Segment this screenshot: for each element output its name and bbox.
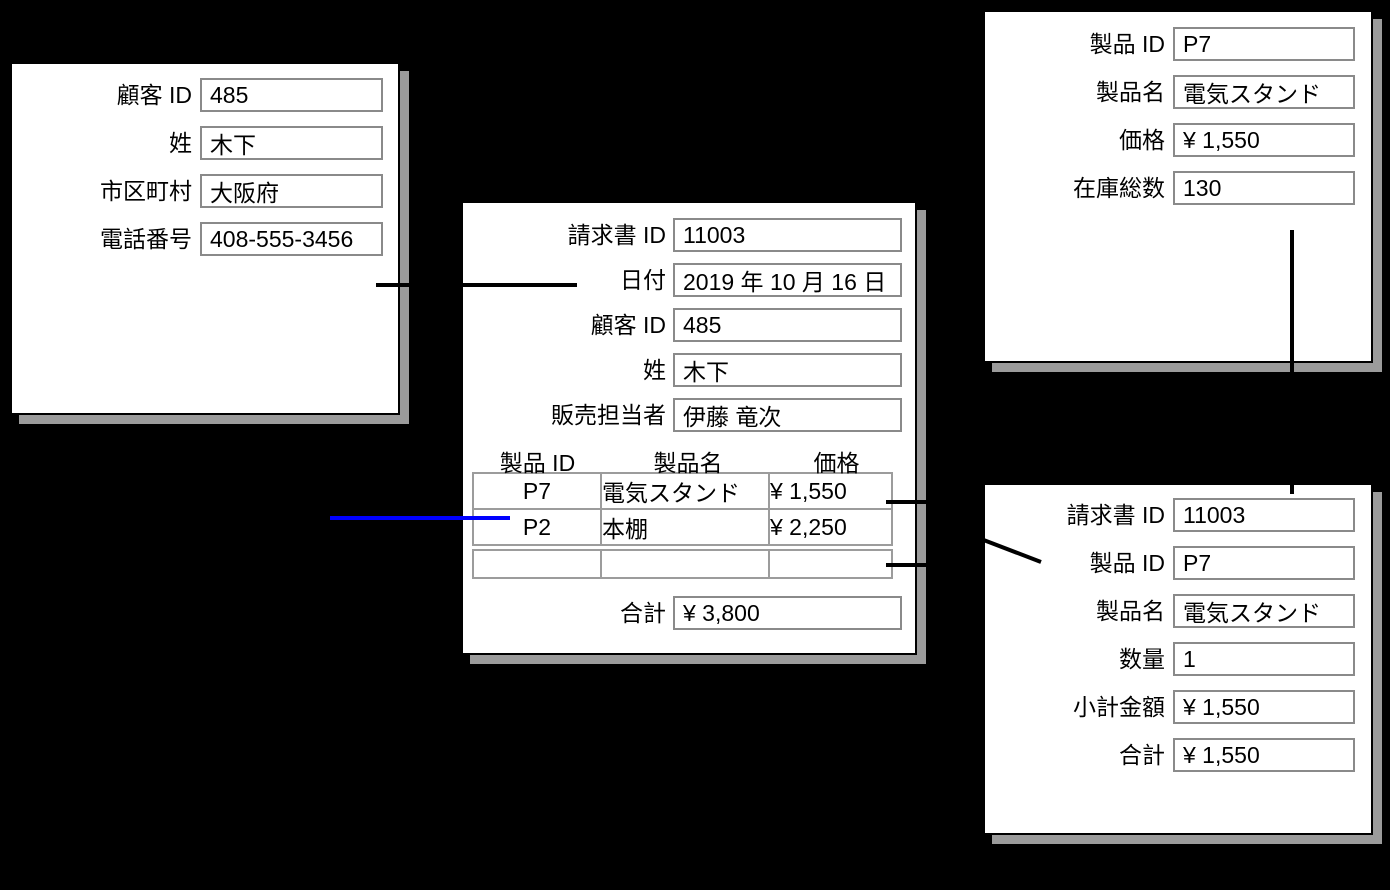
- field-row: 製品名 電気スタンド: [985, 594, 1371, 628]
- product-price-field[interactable]: ¥ 1,550: [1173, 123, 1355, 157]
- invoice-total-label: 合計: [620, 600, 666, 626]
- field-row: 数量 1: [985, 642, 1371, 676]
- city-label: 市区町村: [100, 178, 192, 204]
- quantity-field[interactable]: 1: [1173, 642, 1355, 676]
- product-form-window: 製品 ID P7 製品名 電気スタンド 価格 ¥ 1,550 在庫総数 130: [983, 10, 1373, 363]
- field-row: 製品名 電気スタンド: [985, 75, 1371, 109]
- sales-rep-field[interactable]: 伊藤 竜次: [673, 398, 902, 432]
- field-row: 電話番号 408-555-3456: [12, 222, 398, 256]
- field-row: 価格 ¥ 1,550: [985, 123, 1371, 157]
- price-column-header: 価格: [813, 450, 860, 476]
- invoice-last-name-field[interactable]: 木下: [673, 353, 902, 387]
- invoice-id-field[interactable]: 11003: [673, 218, 902, 252]
- empty-price-cell[interactable]: [768, 549, 893, 579]
- product-id-field[interactable]: P7: [1173, 27, 1355, 61]
- date-field[interactable]: 2019 年 10 月 16 日: [673, 263, 902, 297]
- invoice-total-field[interactable]: ¥ 3,800: [673, 596, 902, 630]
- phone-field[interactable]: 408-555-3456: [200, 222, 383, 256]
- subtotal-field[interactable]: ¥ 1,550: [1173, 690, 1355, 724]
- sales-rep-label: 販売担当者: [551, 402, 666, 428]
- table-row: P2 本棚 ¥ 2,250: [472, 508, 893, 546]
- customer-form-window: 顧客 ID 485 姓 木下 市区町村 大阪府 電話番号 408-555-345…: [10, 62, 400, 415]
- last-name-field[interactable]: 木下: [200, 126, 383, 160]
- lineitem-total-field[interactable]: ¥ 1,550: [1173, 738, 1355, 772]
- lineitem-product-id-field[interactable]: P7: [1173, 546, 1355, 580]
- product-id-column-header: 製品 ID: [499, 450, 576, 476]
- invoice-last-name-label: 姓: [643, 357, 666, 383]
- invoice-line-item-form-window: 請求書 ID 11003 製品 ID P7 製品名 電気スタンド 数量 1 小計…: [983, 483, 1373, 835]
- invoice-total-row: 合計 ¥ 3,800: [463, 596, 915, 630]
- field-row: 日付 2019 年 10 月 16 日: [463, 263, 915, 297]
- field-row: 顧客 ID 485: [12, 78, 398, 112]
- line-items-header-row: 製品 ID 製品名 価格: [472, 444, 915, 476]
- line2-product-name-cell[interactable]: 本棚: [600, 508, 770, 546]
- stock-total-field[interactable]: 130: [1173, 171, 1355, 205]
- line1-price-cell[interactable]: ¥ 1,550: [768, 472, 893, 510]
- field-row: 合計 ¥ 1,550: [985, 738, 1371, 772]
- product-name-field[interactable]: 電気スタンド: [1173, 75, 1355, 109]
- field-row: 製品 ID P7: [985, 546, 1371, 580]
- stock-total-label: 在庫総数: [1073, 175, 1165, 201]
- empty-product-id-cell[interactable]: [472, 549, 602, 579]
- empty-product-name-cell[interactable]: [600, 549, 770, 579]
- invoice-form-window: 請求書 ID 11003 日付 2019 年 10 月 16 日 顧客 ID 4…: [461, 201, 917, 655]
- product-price-label: 価格: [1119, 127, 1165, 153]
- product-id-label: 製品 ID: [1089, 31, 1165, 57]
- field-row: 市区町村 大阪府: [12, 174, 398, 208]
- quantity-label: 数量: [1119, 646, 1165, 672]
- subtotal-label: 小計金額: [1073, 694, 1165, 720]
- table-row: P7 電気スタンド ¥ 1,550: [472, 472, 893, 510]
- field-row: 小計金額 ¥ 1,550: [985, 690, 1371, 724]
- empty-line-item-row: [472, 549, 893, 579]
- table-row: [472, 549, 893, 579]
- phone-label: 電話番号: [100, 226, 192, 252]
- lineitem-invoice-id-label: 請求書 ID: [1066, 502, 1165, 528]
- line1-product-id-cell[interactable]: P7: [472, 472, 602, 510]
- lineitem-product-id-label: 製品 ID: [1089, 550, 1165, 576]
- field-row: 顧客 ID 485: [463, 308, 915, 342]
- date-label: 日付: [620, 267, 666, 293]
- field-row: 在庫総数 130: [985, 171, 1371, 205]
- lineitem-product-name-label: 製品名: [1096, 598, 1165, 624]
- invoice-id-label: 請求書 ID: [567, 222, 666, 248]
- customer-id-label: 顧客 ID: [116, 82, 192, 108]
- lineitem-invoice-id-field[interactable]: 11003: [1173, 498, 1355, 532]
- invoice-customer-id-label: 顧客 ID: [590, 312, 666, 338]
- invoice-customer-id-field[interactable]: 485: [673, 308, 902, 342]
- last-name-label: 姓: [169, 130, 192, 156]
- product-name-column-header: 製品名: [653, 450, 723, 476]
- line2-product-id-cell[interactable]: P2: [472, 508, 602, 546]
- field-row: 姓 木下: [463, 353, 915, 387]
- lineitem-total-label: 合計: [1119, 742, 1165, 768]
- field-row: 請求書 ID 11003: [985, 498, 1371, 532]
- field-row: 請求書 ID 11003: [463, 218, 915, 252]
- field-row: 製品 ID P7: [985, 27, 1371, 61]
- line2-price-cell[interactable]: ¥ 2,250: [768, 508, 893, 546]
- lineitem-product-name-field[interactable]: 電気スタンド: [1173, 594, 1355, 628]
- line1-product-name-cell[interactable]: 電気スタンド: [600, 472, 770, 510]
- line-items-table: P7 電気スタンド ¥ 1,550 P2 本棚 ¥ 2,250: [472, 472, 893, 546]
- product-name-label: 製品名: [1096, 79, 1165, 105]
- field-row: 販売担当者 伊藤 竜次: [463, 398, 915, 432]
- city-field[interactable]: 大阪府: [200, 174, 383, 208]
- customer-id-field[interactable]: 485: [200, 78, 383, 112]
- field-row: 姓 木下: [12, 126, 398, 160]
